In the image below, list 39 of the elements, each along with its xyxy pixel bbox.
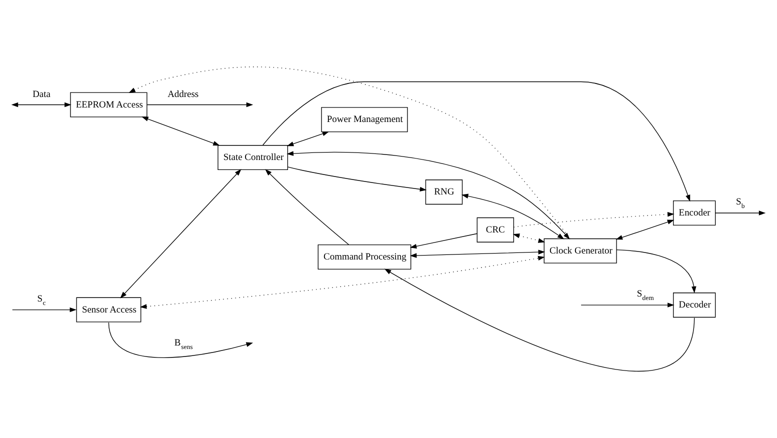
edge-label: S$_{b}$: [736, 198, 745, 210]
arrow: [108, 322, 254, 358]
arrow: [410, 250, 546, 258]
arrow: [286, 132, 330, 146]
node-box: Clock Generator: [544, 238, 617, 264]
arrow: [286, 151, 570, 240]
arrow: [128, 66, 570, 239]
arrow: [11, 102, 72, 108]
arrow: [616, 250, 696, 294]
arrow: [120, 169, 242, 298]
edge-label: B$_{sens}$: [174, 338, 193, 351]
node-box: Encoder: [673, 200, 716, 226]
node-box: Command Processing: [318, 244, 412, 270]
edge-label: Data: [32, 90, 50, 100]
arrow: [146, 102, 254, 108]
node-box: CRC: [476, 217, 514, 242]
arrow: [512, 234, 546, 243]
arrow: [461, 194, 564, 240]
edge-label: S$_{dem}$: [636, 290, 654, 302]
arrow: [142, 116, 220, 146]
arrow: [715, 210, 766, 216]
arrow: [513, 212, 674, 228]
edge-label: Address: [168, 90, 199, 100]
arrow: [265, 169, 350, 245]
arrow: [616, 220, 674, 240]
node-box: Sensor Access: [76, 297, 142, 322]
edge-label: S$_{c}$: [37, 294, 46, 307]
arrow: [384, 268, 695, 372]
node-box: EEPROM Access: [70, 92, 148, 118]
arrow: [287, 166, 427, 192]
node-box: RNG: [425, 180, 463, 205]
arrow: [12, 307, 77, 312]
node-box: Decoder: [673, 292, 716, 318]
node-box: State Controller: [218, 145, 288, 170]
arrow: [140, 256, 545, 309]
node-box: Power Management: [321, 107, 408, 132]
arrow: [580, 302, 674, 308]
arrow: [410, 233, 478, 249]
arrow: [262, 81, 690, 202]
